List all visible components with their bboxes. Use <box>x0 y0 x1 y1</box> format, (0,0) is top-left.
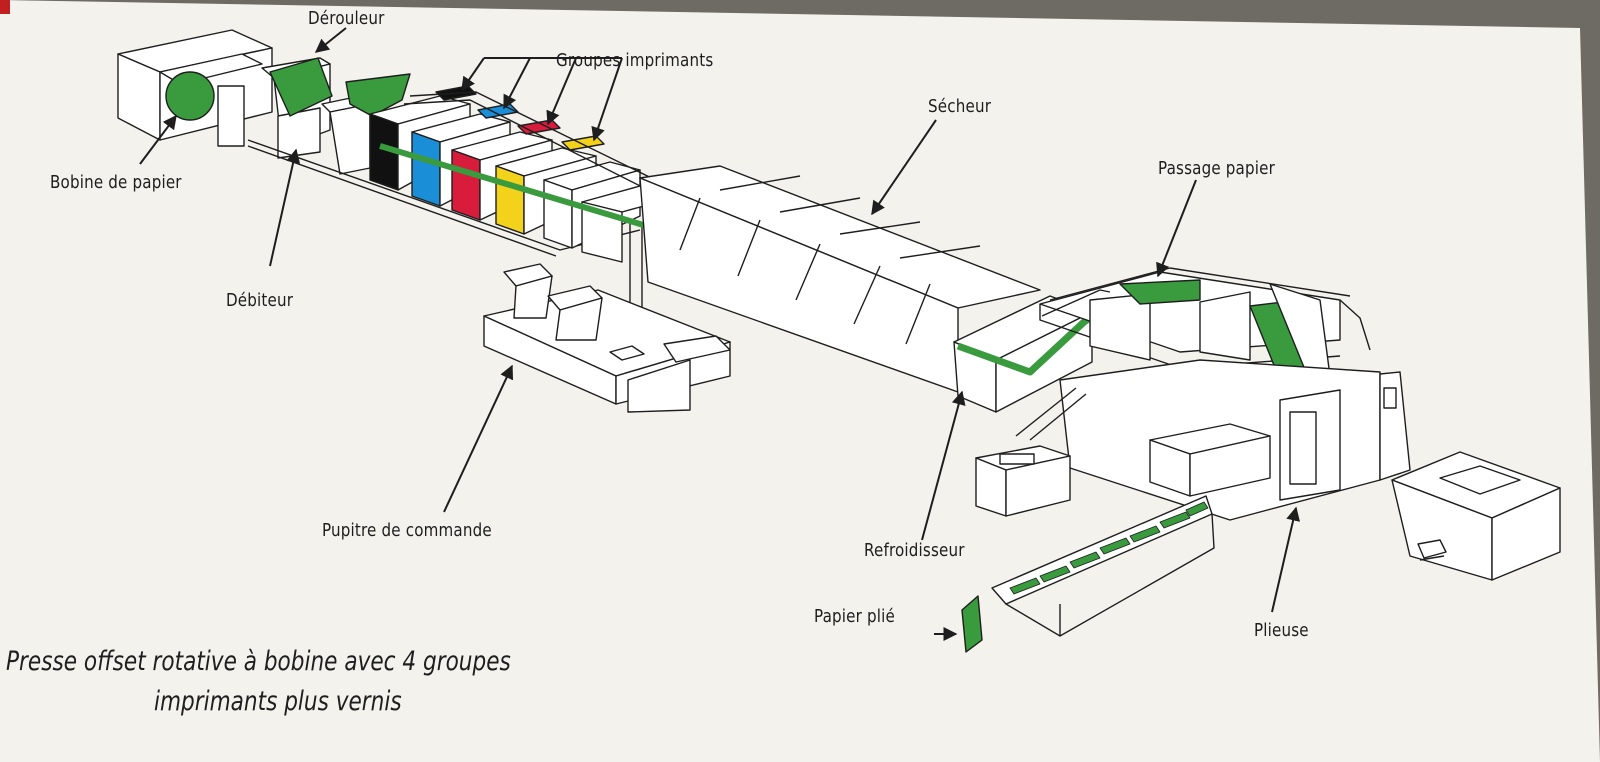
label-groupes-imprimants: Groupes imprimants <box>556 50 714 71</box>
label-pupitre-de-commande: Pupitre de commande <box>322 520 492 541</box>
label-refroidisseur: Refroidisseur <box>864 540 965 561</box>
caption-line-1: Presse offset rotative à bobine avec 4 g… <box>6 646 511 677</box>
leader-lines <box>139 27 1300 641</box>
control-desk <box>483 263 731 413</box>
unwinder-unit <box>117 29 273 147</box>
paper-web-infeed <box>345 73 411 117</box>
folder-railing <box>1015 289 1371 441</box>
label-secheur: Sécheur <box>928 96 992 117</box>
folded-sheets <box>1009 501 1209 595</box>
label-papier-plie: Papier plié <box>814 606 895 627</box>
label-debiteur: Débiteur <box>226 290 294 311</box>
folder-unit <box>975 267 1411 521</box>
label-bobine-de-papier: Bobine de papier <box>50 172 182 193</box>
caption-line-2: imprimants plus vernis <box>154 686 402 717</box>
label-passage-papier: Passage papier <box>1158 158 1275 179</box>
folded-paper-icon <box>961 595 983 653</box>
label-plieuse: Plieuse <box>1254 620 1309 641</box>
label-derouleur: Dérouleur <box>308 8 385 29</box>
paper-web-unwind <box>269 57 333 117</box>
stacker-unit <box>1391 451 1561 581</box>
paper-reel-icon <box>165 71 215 121</box>
board-red-tab <box>0 0 10 14</box>
